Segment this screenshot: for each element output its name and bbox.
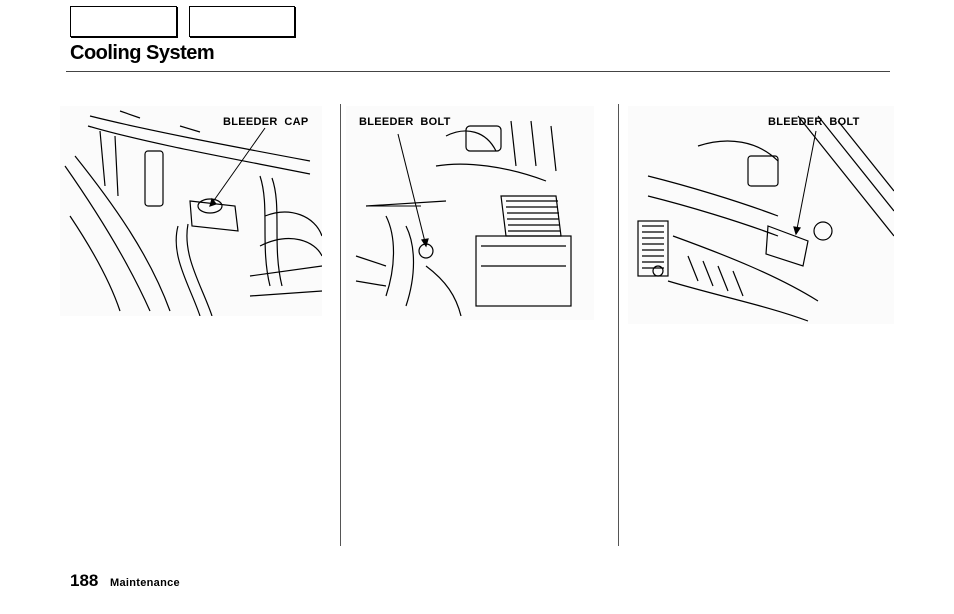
section-label: Maintenance <box>110 577 180 589</box>
bleeder-bolt-center-illustration: BLEEDER BOLT <box>346 106 594 320</box>
page-number: 188 <box>70 571 99 590</box>
page-title: Cooling System <box>70 42 215 64</box>
callout-label: BLEEDER CAP <box>223 116 309 128</box>
column-divider-2 <box>618 104 619 546</box>
title-rule <box>66 71 890 72</box>
nav-button-2[interactable] <box>189 6 295 37</box>
nav-button-1[interactable] <box>70 6 177 37</box>
column-divider-1 <box>340 104 341 546</box>
callout-label: BLEEDER BOLT <box>768 116 860 128</box>
callout-label: BLEEDER BOLT <box>359 116 451 128</box>
bleeder-cap-illustration: BLEEDER CAP <box>60 106 322 316</box>
bleeder-bolt-right-illustration: BLEEDER BOLT <box>628 106 894 324</box>
